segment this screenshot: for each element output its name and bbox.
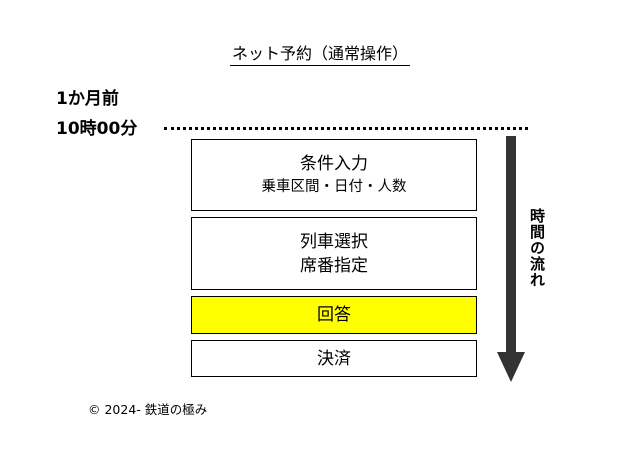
step-payment-title: 決済 xyxy=(317,348,351,369)
diagram-title: ネット予約（通常操作） xyxy=(0,44,640,66)
step-response-title: 回答 xyxy=(317,305,351,325)
start-time-dotted-line xyxy=(164,127,528,130)
step-condition-input-title: 条件入力 xyxy=(300,154,368,174)
time-flow-arrow-icon xyxy=(497,136,525,382)
copyright-text: © 2024- 鉄道の極み xyxy=(88,402,208,417)
diagram-title-text: ネット予約（通常操作） xyxy=(229,44,410,66)
step-train-select-title: 列車選択 xyxy=(300,231,368,252)
time-flow-arrow-head xyxy=(497,352,525,382)
time-flow-label: 時間の流れ xyxy=(528,208,546,288)
step-condition-input-detail: 乗車区間・日付・人数 xyxy=(261,179,407,195)
step-train-select: 列車選択 席番指定 xyxy=(191,217,477,290)
step-payment: 決済 xyxy=(191,340,477,377)
step-response: 回答 xyxy=(191,296,477,334)
step-condition-input: 条件入力 乗車区間・日付・人数 xyxy=(191,139,477,211)
time-label-month: 1か月前 xyxy=(56,89,119,109)
time-flow-arrow-shaft xyxy=(506,136,516,358)
time-label-clock: 10時00分 xyxy=(56,119,138,139)
step-train-select-detail: 席番指定 xyxy=(300,255,368,276)
